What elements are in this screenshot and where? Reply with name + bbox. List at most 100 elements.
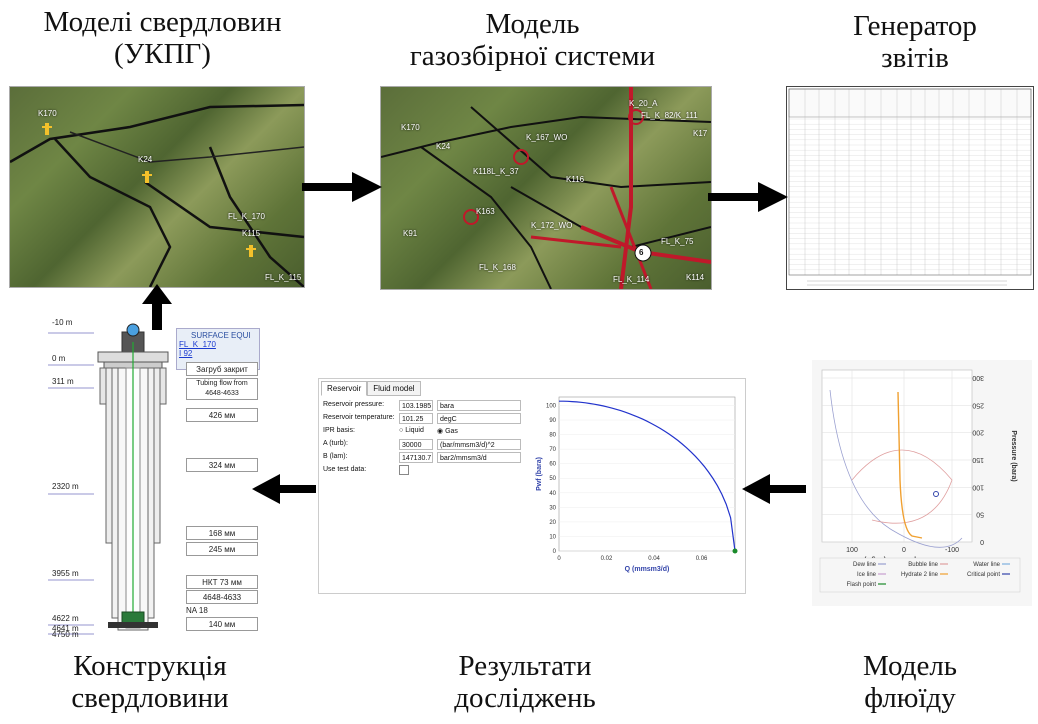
map2-label-10: FL_K_114 [613, 275, 650, 284]
caption-wells-line2: (УКПГ) [114, 38, 211, 71]
well-box-6: НКТ 73 мм [186, 575, 258, 589]
ipr-basis-gas-radio[interactable]: ◉ Gas [437, 427, 458, 435]
well-schematic [48, 323, 169, 635]
well-box-5: 245 мм [186, 542, 258, 556]
ipr-basis-liquid-radio[interactable]: ○ Liquid [399, 427, 424, 434]
gas-network-lines [381, 87, 711, 289]
map2-label-6: K116 [566, 175, 585, 184]
surface-link-1[interactable]: FL_K_170 [179, 340, 216, 349]
phase-ytick-label: 0 [980, 538, 984, 545]
ipr-basis-gas-label: Gas [445, 428, 458, 435]
phase-plot-area [821, 369, 973, 543]
wells-map-panel: K170 K24 FL_K_170 K115 FL_K_115 [9, 86, 305, 288]
arrow-right-icon [302, 172, 382, 202]
tab-fluid-model[interactable]: Fluid model [367, 381, 421, 396]
map1-label-0: K170 [38, 109, 57, 118]
reservoir-pressure-unit[interactable]: bara [437, 400, 521, 411]
legend-label: Ice line [857, 572, 877, 578]
ipr-ytick-label: 30 [549, 505, 556, 511]
b-lam-unit[interactable]: bar2/mmsm3/d [437, 452, 521, 463]
ipr-ytick-label: 70 [549, 447, 556, 453]
caption-gas-line1: Модель [485, 8, 580, 40]
a-turb-input[interactable]: 30000 [399, 439, 433, 450]
critical-point-marker [933, 491, 939, 497]
well-box-7: 4648-4633 [186, 590, 258, 604]
report-table-grid [788, 88, 1032, 286]
reservoir-temperature-unit[interactable]: degC [437, 413, 521, 424]
well-marker-icon[interactable] [142, 171, 152, 183]
map2-label-12: K163 [476, 207, 495, 216]
ipr-xtick-label: 0.06 [696, 556, 708, 562]
depth-label-2: 311 m [52, 377, 74, 386]
caption-results-line1: Результати [458, 650, 592, 682]
well-marker-icon[interactable] [42, 123, 52, 135]
surface-equip-header: SURFACE EQUI [191, 331, 251, 340]
row-label-3: A (turb): [323, 440, 348, 447]
map2-label-8: K114 [686, 273, 705, 282]
ipr-xtick-label: 0 [557, 556, 561, 562]
ipr-curve [559, 400, 736, 552]
use-test-data-checkbox[interactable] [399, 465, 409, 475]
row-label-1: Reservoir temperature: [323, 414, 395, 421]
tab-reservoir[interactable]: Reservoir [321, 381, 368, 396]
phase-ytick-label: 250 [972, 401, 984, 408]
reservoir-temperature-input[interactable]: 101.25 [399, 413, 433, 424]
gas-network-panel: K170 K24 K_20_A FL_K_82/K_111 K118L_K_37… [380, 86, 712, 290]
ipr-ytick-label: 10 [549, 534, 556, 540]
caption-fluid-line1: Модель [862, 650, 958, 682]
map2-label-1: K24 [436, 142, 451, 151]
caption-gen-line2: звітів [881, 42, 949, 75]
reservoir-pressure-input[interactable]: 103.1985 [399, 400, 433, 411]
map2-label-2: K_20_A [629, 99, 658, 108]
caption-results: Результати досліджень [405, 650, 645, 715]
phase-xtick-label: 0 [902, 547, 906, 554]
surface-link-2[interactable]: I 92 [179, 349, 193, 358]
b-lam-input[interactable]: 147130.7 [399, 452, 433, 463]
well-box-0: Загруб закрит [186, 362, 258, 376]
map1-label-3: K115 [242, 229, 261, 238]
well-box-4: 168 мм [186, 526, 258, 540]
map2-label-15: 6 [639, 248, 644, 257]
hydrate-line [897, 391, 923, 539]
well-marker-icon[interactable] [246, 245, 256, 257]
well-box-8: NA 18 [186, 604, 226, 616]
arrow-left-icon [742, 474, 806, 504]
phase-ytick-label: 150 [972, 456, 984, 463]
caption-report-generator: Генератор звітів [800, 10, 1030, 75]
caption-fluid-model: Модель флюїду [810, 650, 1010, 715]
wells-map-lines [10, 103, 304, 287]
ipr-xtick-label: 0.04 [648, 556, 660, 562]
map1-label-1: K24 [138, 155, 153, 164]
ipr-ytick-label: 100 [546, 403, 557, 409]
radio-selected-icon: ◉ [437, 428, 444, 435]
caption-constr-line2: свердловини [71, 682, 229, 715]
depth-label-3: 2320 m [52, 482, 79, 491]
caption-results-line2: досліджень [454, 682, 596, 715]
caption-wells: Моделі свердловин (УКПГ) [10, 6, 315, 71]
well-box-1: Tubing flow from 4648-4633 [186, 378, 258, 400]
phase-ytick-label: 100 [972, 483, 984, 490]
legend-label: Hydrate 2 line [901, 572, 939, 578]
well-box-2: 426 мм [186, 408, 258, 422]
caption-constr-line1: Конструкція [73, 650, 227, 682]
phase-legend [819, 557, 1021, 593]
map2-label-11: K17 [693, 129, 708, 138]
legend-label: Water line [973, 562, 1000, 568]
ipr-basis-liquid-label: Liquid [405, 427, 424, 434]
map2-label-9: FL_K_168 [479, 263, 516, 272]
row-label-4: B (lam): [323, 453, 348, 460]
legend-label: Critical point [967, 572, 1000, 578]
arrow-up-icon [142, 284, 172, 330]
a-turb-unit[interactable]: (bar/mmsm3/d)^2 [437, 439, 521, 450]
caption-wells-line1: Моделі свердловин [43, 6, 282, 38]
well-box-9: 140 мм [186, 617, 258, 631]
dew-line [829, 389, 963, 548]
depth-label-6: 4641 m [52, 624, 79, 633]
arrow-right-icon [708, 182, 788, 212]
map2-label-7: K91 [403, 229, 418, 238]
